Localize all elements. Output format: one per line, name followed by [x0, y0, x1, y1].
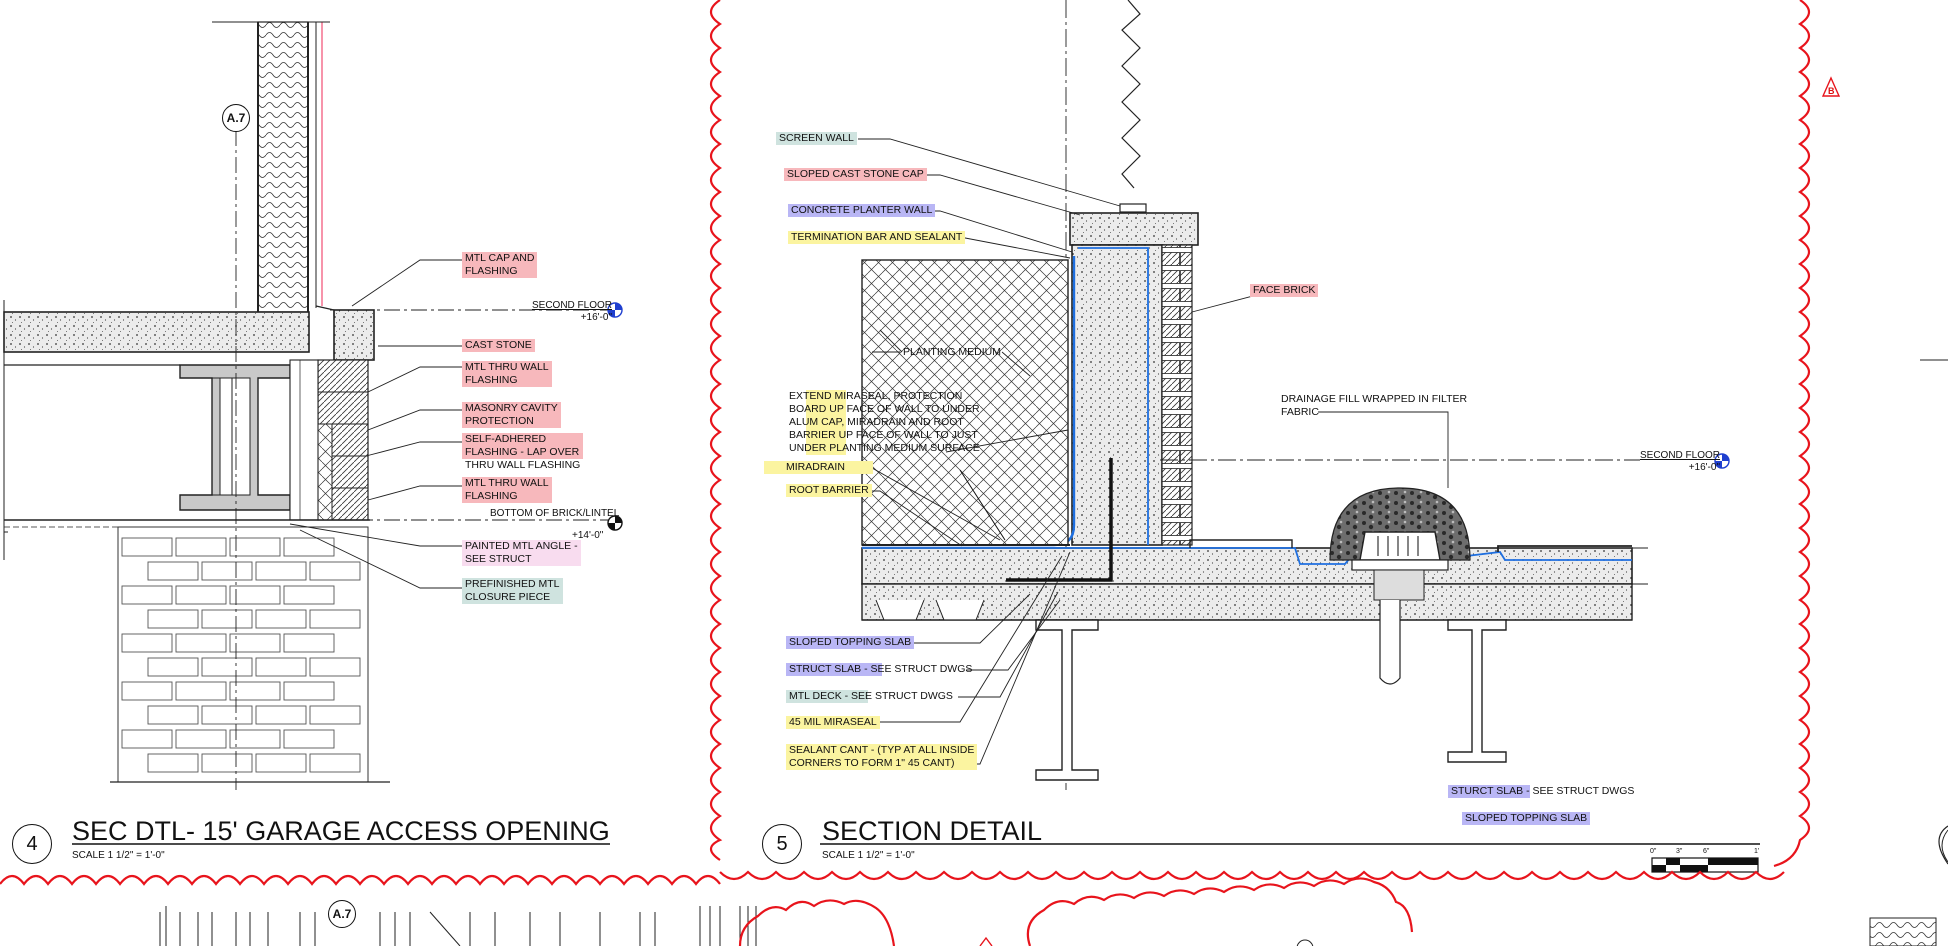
- scale-bar-label: 0": [1650, 848, 1657, 855]
- scale-bar-label: 3": [1676, 848, 1683, 855]
- elevation-name: SECOND FLOOR: [532, 300, 613, 311]
- note-45-mil-miraseal: 45 MIL MIRASEAL: [786, 716, 880, 729]
- note-planting-medium: PLANTING MEDIUM: [903, 346, 1002, 358]
- note-face-brick: FACE BRICK: [1250, 284, 1319, 297]
- elevation-name: BOTTOM OF BRICK/LINTEL: [490, 508, 620, 519]
- note-miradrain: MIRADRAIN: [764, 461, 873, 474]
- elevation-bottom-brick-value: +14'-0": [572, 530, 604, 541]
- elevation-second-floor-right: SECOND FLOOR +16'-0": [1640, 450, 1720, 474]
- revision-cloud: [0, 0, 1811, 946]
- note-masonry-cavity-protection: MASONRY CAVITY PROTECTION: [462, 402, 561, 428]
- detail-5-title: SECTION DETAIL: [822, 816, 1043, 846]
- note-drainage-fill: DRAINAGE FILL WRAPPED IN FILTER FABRIC: [1281, 393, 1468, 418]
- detail-4-scale: SCALE 1 1/2" = 1'-0": [72, 850, 165, 861]
- detail-4-number: 4: [12, 824, 52, 864]
- revision-tag: B: [1828, 86, 1835, 96]
- note-sturct-slab: STURCT SLAB - SEE STRUCT DWGS: [1448, 785, 1638, 798]
- detail-4-drawing: [3, 21, 623, 790]
- note-cast-stone: CAST STONE: [462, 339, 535, 352]
- elevation-name: SECOND FLOOR: [1640, 450, 1721, 461]
- lower-drawing-fragment: [159, 359, 1948, 946]
- revision-triangle-icon: [1821, 76, 1841, 97]
- note-mtl-thru-wall-flashing-2: MTL THRU WALL FLASHING: [462, 477, 552, 503]
- scale-bar-label: 1': [1754, 848, 1760, 855]
- note-mtl-cap-flashing: MTL CAP AND FLASHING: [462, 252, 538, 278]
- note-self-adhered-flashing: SELF-ADHERED FLASHING - LAP OVER THRU WA…: [462, 433, 584, 472]
- scale-bar-label: 6": [1703, 848, 1710, 855]
- note-sloped-topping-slab-2: SLOPED TOPPING SLAB: [1462, 812, 1591, 825]
- section-reference-bubble[interactable]: A.7: [328, 900, 356, 928]
- note-screen-wall: SCREEN WALL: [776, 132, 857, 145]
- note-termination-bar: TERMINATION BAR AND SEALANT: [788, 231, 966, 244]
- note-struct-slab: STRUCT SLAB - SEE STRUCT DWGS: [786, 663, 976, 676]
- note-sloped-topping-slab: SLOPED TOPPING SLAB: [786, 636, 915, 649]
- note-mtl-deck: MTL DECK - SEE STRUCT DWGS: [786, 690, 956, 703]
- note-prefinished-closure: PREFINISHED MTL CLOSURE PIECE: [462, 578, 563, 604]
- note-concrete-planter-wall: CONCRETE PLANTER WALL: [788, 204, 936, 217]
- note-mtl-thru-wall-flashing-1: MTL THRU WALL FLASHING: [462, 361, 552, 387]
- note-root-barrier: ROOT BARRIER: [786, 484, 872, 497]
- elevation-bottom-brick: BOTTOM OF BRICK/LINTEL: [490, 508, 619, 520]
- detail-5-scale: SCALE 1 1/2" = 1'-0": [822, 850, 915, 861]
- note-sealant-cant: SEALANT CANT - (TYP AT ALL INSIDE CORNER…: [786, 744, 978, 770]
- elevation-value: +16'-0": [580, 312, 613, 323]
- scale-bar-graphic: [1651, 857, 1759, 873]
- section-reference-bubble[interactable]: A.7: [222, 104, 250, 132]
- note-sloped-cast-stone-cap: SLOPED CAST STONE CAP: [784, 168, 927, 181]
- elevation-value: +16'-0": [1688, 462, 1721, 473]
- note-extend-miraseal: EXTEND MIRASEAL, PROTECTION BOARD UP FAC…: [786, 390, 983, 455]
- note-painted-mtl-angle: PAINTED MTL ANGLE - SEE STRUCT: [462, 540, 581, 566]
- elevation-second-floor-left: SECOND FLOOR +16'-0": [532, 300, 612, 324]
- detail-4-title: SEC DTL- 15' GARAGE ACCESS OPENING: [72, 816, 610, 846]
- detail-5-number: 5: [762, 824, 802, 864]
